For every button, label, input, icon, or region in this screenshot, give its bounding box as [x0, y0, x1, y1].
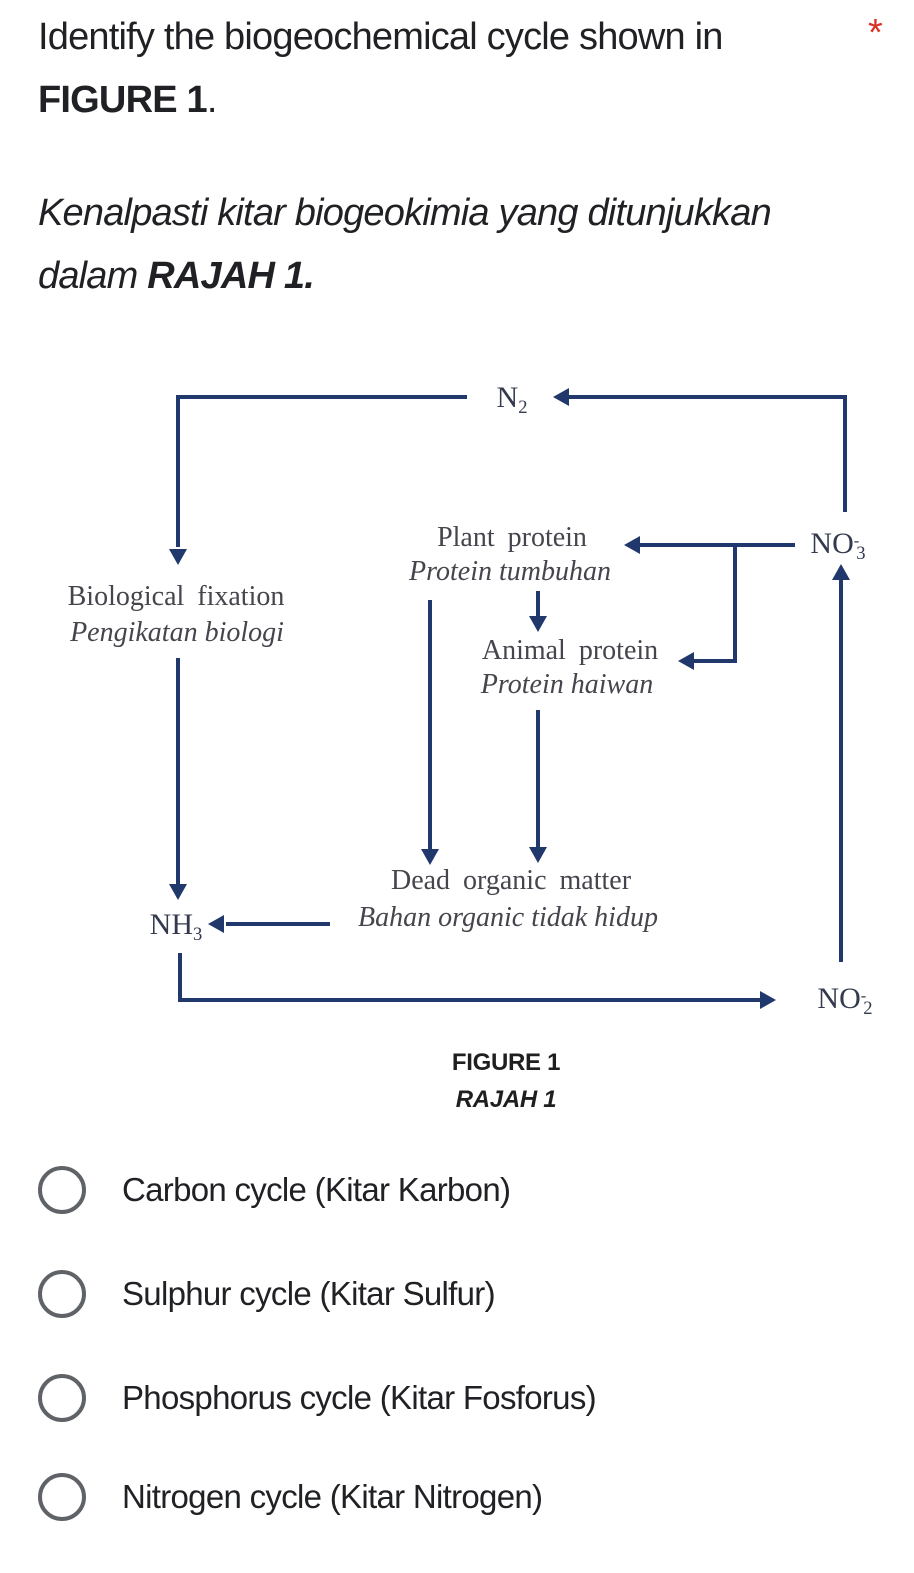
arrowhead-into-nh3-from-dead-matter: [208, 915, 224, 933]
option-label-nitrogen-cycle: Nitrogen cycle (Kitar Nitrogen): [122, 1478, 543, 1515]
radio-sulphur-cycle[interactable]: [38, 1270, 86, 1318]
arrowhead-into-biological-fixation: [169, 549, 187, 565]
option-phosphorus-cycle[interactable]: Phosphorus cycle (Kitar Fosforus): [38, 1374, 597, 1422]
no3-base: NO: [810, 527, 854, 561]
arrowhead-into-plant-protein: [624, 536, 640, 554]
question-translation-line1: Kenalpasti kitar biogeokimia yang ditunj…: [38, 182, 868, 245]
figure-caption-en: FIGURE 1: [451, 1049, 561, 1076]
node-no2: NO-2: [817, 982, 872, 1020]
question-title: Identify the biogeochemical cycle shown …: [38, 6, 858, 132]
no2-subscript: 2: [863, 997, 873, 1019]
label-dead-organic-matter-en: Dead organic matter: [390, 865, 632, 896]
question-title-figure-ref: FIGURE 1: [38, 79, 208, 121]
radio-nitrogen-cycle[interactable]: [38, 1473, 86, 1521]
arrowhead-plant-to-animal: [529, 616, 547, 632]
line-n2-to-fixation-vertical: [176, 395, 180, 547]
label-plant-protein-en: Plant protein: [437, 522, 587, 553]
line-fixation-to-nh3: [176, 658, 180, 884]
line-no3-branch-horizontal: [694, 659, 737, 663]
required-asterisk: *: [868, 12, 883, 54]
n2-subscript: 2: [518, 396, 528, 418]
arrowhead-into-no3: [832, 564, 850, 580]
option-carbon-cycle[interactable]: Carbon cycle (Kitar Karbon): [38, 1166, 511, 1214]
line-plant-to-dead-matter: [428, 600, 432, 849]
line-no3-to-n2-vertical: [843, 395, 847, 512]
option-label-carbon-cycle: Carbon cycle (Kitar Karbon): [122, 1171, 511, 1208]
nh3-base: NH: [149, 908, 194, 942]
option-nitrogen-cycle[interactable]: Nitrogen cycle (Kitar Nitrogen): [38, 1473, 543, 1521]
arrowhead-animal-to-dead-matter: [529, 847, 547, 863]
arrowhead-plant-to-dead-matter: [421, 849, 439, 865]
node-no3: NO-3: [810, 527, 865, 565]
question-title-text: Identify the biogeochemical cycle shown …: [38, 16, 723, 58]
question-translation-figure-ref: RAJAH 1.: [147, 255, 315, 297]
question-translation: Kenalpasti kitar biogeokimia yang ditunj…: [38, 182, 868, 308]
arrowhead-into-no2: [760, 991, 776, 1009]
radio-phosphorus-cycle[interactable]: [38, 1374, 86, 1422]
line-dead-matter-to-nh3: [226, 922, 330, 926]
line-plant-to-animal: [536, 591, 540, 616]
option-label-sulphur-cycle: Sulphur cycle (Kitar Sulfur): [122, 1275, 496, 1312]
line-no3-to-n2-horizontal: [569, 395, 847, 399]
figure-1-diagram: N2 NO-3 NH3 NO-2 Biological fixation Pen…: [0, 380, 914, 1128]
question-translation-text: Kenalpasti kitar biogeokimia yang ditunj…: [38, 192, 772, 234]
line-nh3-to-no2-vertical: [178, 953, 182, 1002]
arrowhead-into-animal-protein: [678, 652, 694, 670]
question-translation-prefix: dalam: [38, 255, 148, 297]
line-no3-branch-vertical: [733, 543, 737, 663]
line-animal-to-dead-matter: [536, 710, 540, 847]
label-animal-protein-en: Animal protein: [481, 635, 659, 666]
figure-caption-ms: RAJAH 1: [455, 1086, 557, 1113]
arrowhead-into-nh3-from-fixation: [169, 884, 187, 900]
node-n2: N2: [497, 381, 528, 419]
label-plant-protein-ms: Protein tumbuhan: [409, 556, 611, 587]
n2-base: N: [496, 381, 519, 415]
option-sulphur-cycle[interactable]: Sulphur cycle (Kitar Sulfur): [38, 1270, 496, 1318]
no2-superscript: -: [860, 985, 867, 1005]
no3-superscript: -: [853, 530, 860, 550]
nh3-subscript: 3: [193, 923, 203, 945]
question-translation-line2: dalam RAJAH 1.: [38, 245, 868, 308]
question-title-period: .: [206, 79, 218, 121]
label-dead-organic-matter-ms: Bahan organic tidak hidup: [358, 902, 658, 933]
label-biological-fixation-en: Biological fixation: [67, 581, 285, 612]
radio-carbon-cycle[interactable]: [38, 1166, 86, 1214]
arrowhead-into-n2: [553, 388, 569, 406]
label-biological-fixation-ms: Pengikatan biologi: [70, 617, 284, 648]
option-label-phosphorus-cycle: Phosphorus cycle (Kitar Fosforus): [122, 1379, 597, 1416]
node-nh3: NH3: [150, 908, 203, 946]
line-nh3-to-no2-horizontal: [178, 998, 760, 1002]
question-title-line1: Identify the biogeochemical cycle shown …: [38, 6, 858, 69]
line-n2-to-fixation-horizontal: [176, 395, 467, 399]
line-no2-to-no3: [839, 579, 843, 962]
question-title-line2: FIGURE 1.: [38, 69, 858, 132]
label-animal-protein-ms: Protein haiwan: [480, 669, 654, 700]
no3-subscript: 3: [856, 542, 866, 564]
line-no3-to-plant-protein: [640, 543, 795, 547]
no2-base: NO: [817, 982, 861, 1016]
